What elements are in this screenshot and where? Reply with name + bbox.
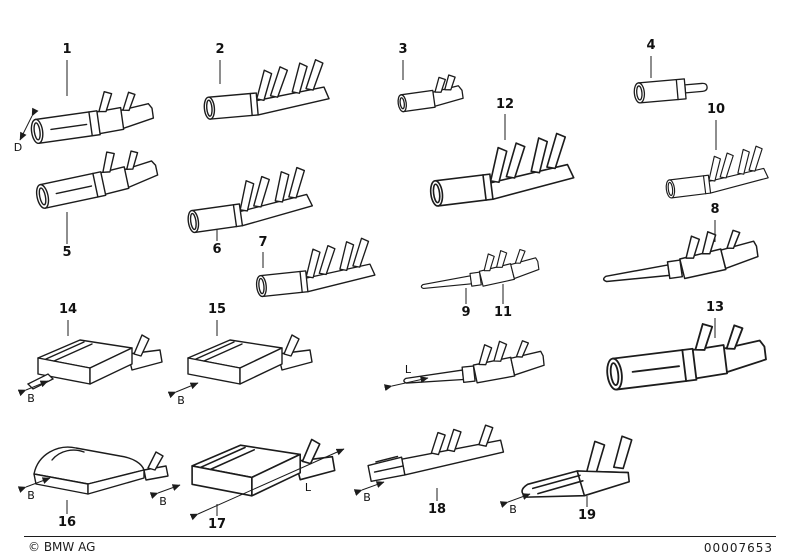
part-drawing-10 — [661, 144, 770, 199]
footer-rule — [24, 536, 776, 537]
dimension-label-b-18: B — [363, 491, 371, 504]
callout-4[interactable]: 4 — [646, 38, 656, 53]
callout-5[interactable]: 5 — [62, 245, 72, 260]
part-drawing-16 — [33, 446, 169, 495]
callout-6[interactable]: 6 — [212, 242, 222, 257]
dimension-arrows — [17, 107, 531, 521]
part-drawing-17 — [191, 438, 336, 497]
dimension-label-l-17: L — [304, 481, 312, 494]
dimension-label-b-16: B — [27, 489, 35, 502]
document-number: 00007653 — [703, 541, 773, 555]
callout-14[interactable]: 14 — [58, 302, 78, 317]
callout-19[interactable]: 19 — [577, 508, 597, 523]
callout-3[interactable]: 3 — [398, 42, 408, 57]
part-drawing-5 — [30, 142, 161, 210]
copyright: © BMW AG — [28, 540, 96, 554]
part-drawing-13 — [601, 315, 769, 392]
callout-18[interactable]: 18 — [427, 502, 447, 517]
part-drawing-8 — [598, 224, 761, 291]
callout-2[interactable]: 2 — [215, 42, 225, 57]
part-drawing-15 — [187, 334, 313, 385]
callout-10[interactable]: 10 — [706, 102, 726, 117]
callout-1[interactable]: 1 — [62, 42, 72, 57]
part-drawing-4 — [632, 76, 709, 104]
part-drawing-14-blade — [26, 373, 55, 390]
part-drawing-9 — [417, 245, 541, 296]
dimension-label-b-14: B — [27, 392, 35, 405]
part-drawing-19 — [516, 434, 638, 503]
callout-17[interactable]: 17 — [207, 517, 227, 532]
callout-7[interactable]: 7 — [258, 235, 268, 250]
part-drawing-3 — [394, 72, 465, 113]
callout-9[interactable]: 9 — [461, 305, 471, 320]
callout-12[interactable]: 12 — [495, 97, 515, 112]
dimension-label-b-15: B — [177, 394, 185, 407]
callout-8[interactable]: 8 — [710, 202, 720, 217]
part-drawing-18 — [365, 423, 506, 483]
dimension-label-l-pin: L — [404, 363, 412, 376]
part-drawing-11 — [400, 336, 546, 392]
part-drawing-14 — [37, 334, 163, 385]
part-drawings — [26, 58, 770, 503]
leader-lines — [66, 56, 717, 516]
callout-15[interactable]: 15 — [207, 302, 227, 317]
part-drawing-12 — [424, 131, 576, 208]
callout-16[interactable]: 16 — [57, 515, 77, 530]
part-drawing-1 — [26, 84, 156, 145]
callout-13[interactable]: 13 — [705, 300, 725, 315]
part-drawing-6 — [182, 165, 315, 234]
part-drawing-7 — [252, 236, 377, 298]
dimension-label-d: D — [13, 141, 23, 154]
dimension-label-b-17: B — [159, 495, 167, 508]
callout-11[interactable]: 11 — [493, 305, 513, 320]
dimension-label-b-19: B — [509, 503, 517, 516]
